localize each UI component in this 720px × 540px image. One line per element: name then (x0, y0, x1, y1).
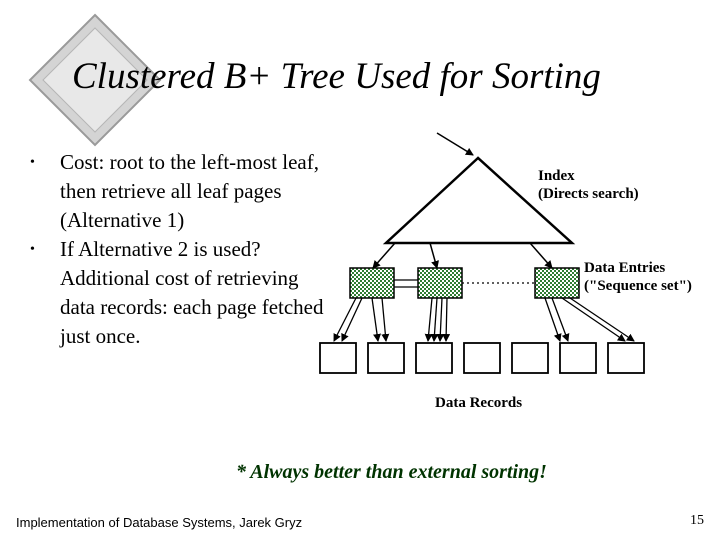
data-record-page (319, 342, 357, 374)
entry-to-record-arrow (424, 297, 433, 342)
entry-to-record-arrow (333, 297, 357, 342)
data-entry-page (349, 267, 395, 299)
data-record-page (607, 342, 645, 374)
index-label-line2: (Directs search) (538, 186, 639, 202)
entry-to-record-arrow (561, 297, 626, 342)
bullet-dot-icon: • (30, 155, 35, 170)
slide-title: Clustered B+ Tree Used for Sorting (72, 56, 601, 97)
index-label: Index (Directs search) (538, 167, 639, 203)
decorative-diamond (28, 13, 162, 147)
entry-to-record-arrow (381, 297, 390, 342)
entry-to-record-arrow (371, 297, 381, 342)
data-record-page (415, 342, 453, 374)
note-text: * Always better than external sorting! (236, 461, 547, 483)
bullet-text: Cost: root to the left-most leaf, then r… (60, 150, 319, 232)
data-entries-label-line2: ("Sequence set") (584, 278, 692, 294)
root-pointer-arrow (436, 132, 474, 156)
page-number: 15 (690, 513, 704, 528)
index-to-leaf-arrow (372, 242, 396, 269)
bullet-item: • Cost: root to the left-most leaf, then… (30, 148, 330, 235)
entry-to-record-arrow (430, 297, 439, 342)
data-entry-page (417, 267, 463, 299)
index-to-leaf-arrow (429, 242, 439, 269)
data-record-page (511, 342, 549, 374)
footer-text: Implementation of Database Systems, Jare… (16, 515, 303, 530)
index-triangle (382, 156, 576, 245)
entry-to-record-arrow (569, 297, 635, 342)
index-to-leaf-arrow (529, 242, 553, 269)
data-entry-page (534, 267, 580, 299)
entry-to-record-arrow (551, 297, 570, 342)
entry-to-record-arrow (436, 297, 445, 342)
data-records-label: Data Records (435, 395, 523, 411)
data-record-page (367, 342, 405, 374)
data-record-page (463, 342, 501, 374)
bullet-text: If Alternative 2 is used? Additional cos… (60, 237, 324, 348)
entry-to-record-arrow (442, 297, 451, 342)
data-entries-label-line1: Data Entries (584, 260, 666, 276)
bullet-dot-icon: • (30, 242, 35, 257)
bullet-item: • If Alternative 2 is used? Additional c… (30, 235, 330, 351)
entry-to-record-arrow (341, 297, 363, 342)
entry-to-record-arrow (544, 297, 562, 342)
data-entries-label: Data Entries ("Sequence set") (584, 259, 692, 295)
index-label-line1: Index (538, 168, 575, 184)
bullet-list: • Cost: root to the left-most leaf, then… (30, 148, 330, 351)
data-record-page (559, 342, 597, 374)
